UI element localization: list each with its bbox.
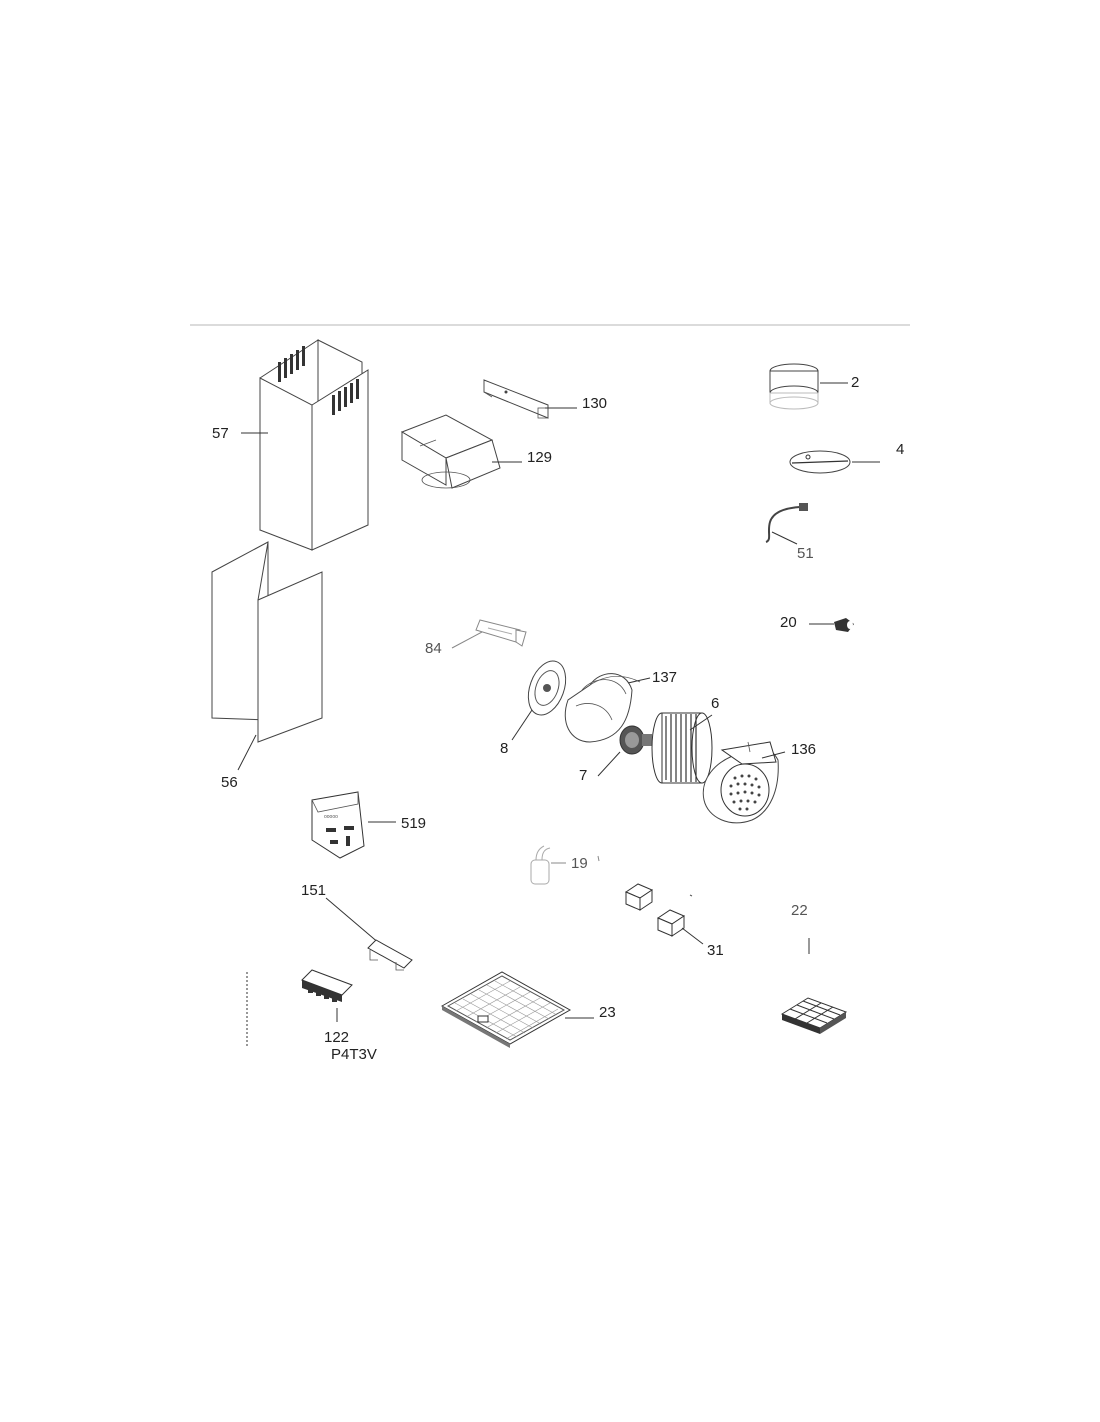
part-151-switch-bracket: [367, 939, 413, 971]
label-130: 130: [582, 395, 607, 412]
label-519: 519: [401, 815, 426, 832]
part-130-bracket: [483, 379, 549, 419]
part-56-lower-chimney: [211, 541, 323, 743]
part-20-cable-clamp: [834, 618, 854, 632]
label-8: 8: [500, 740, 508, 757]
label-20: 20: [780, 614, 797, 631]
part-84-light-bracket: [475, 619, 527, 647]
part-31-junction-box: [624, 883, 693, 937]
label-22: 22: [791, 902, 808, 919]
part-23-grease-filter: [440, 971, 572, 1048]
part-7-motor: [619, 725, 652, 755]
leader-51: [771, 531, 798, 545]
leader-6: [689, 714, 713, 731]
part-137-scroll-housing-half: [564, 673, 641, 743]
part-2-outlet-collar: [769, 363, 819, 410]
label-31: 31: [707, 942, 724, 959]
label-136: 136: [791, 741, 816, 758]
part-19-capacitor: [530, 845, 551, 885]
label-56: 56: [221, 774, 238, 791]
tick-19: [597, 855, 600, 862]
label-6: 6: [711, 695, 719, 712]
svg-text:ooooo: ooooo: [324, 814, 338, 820]
leader-136: [761, 751, 786, 759]
label-19: 19: [571, 855, 588, 872]
part-122-switch: [301, 969, 353, 1002]
leader-8: [511, 709, 533, 741]
label-122: 122: [324, 1029, 349, 1046]
part-57-upper-chimney: [259, 339, 369, 551]
part-22-carbon-filter: [780, 997, 848, 1034]
label-23: 23: [599, 1004, 616, 1021]
label-151: 151: [301, 882, 326, 899]
leader-151: [325, 897, 381, 945]
label-129: 129: [527, 449, 552, 466]
label-51: 51: [797, 545, 814, 562]
part-51-power-cable: [765, 503, 808, 543]
leader-56: [237, 734, 257, 771]
label-57: 57: [212, 425, 229, 442]
part-8-motor-plate: [527, 660, 567, 716]
leader-137: [627, 677, 651, 684]
label-84: 84: [425, 640, 442, 657]
switch-code: P4T3V: [331, 1046, 377, 1063]
part-519-screw-kit: ooooo: [311, 791, 365, 859]
part-6-fan-wheel: [651, 712, 713, 784]
label-2: 2: [851, 374, 859, 391]
leader-31: [681, 927, 704, 945]
leader-84: [451, 631, 483, 649]
leader-7: [597, 751, 621, 777]
label-7: 7: [579, 767, 587, 784]
label-4: 4: [896, 441, 904, 458]
label-137: 137: [652, 669, 677, 686]
part-4-backdraught-flap: [789, 450, 851, 474]
part-129-deflector: [400, 414, 501, 489]
part-136-scroll-housing: [702, 741, 779, 824]
